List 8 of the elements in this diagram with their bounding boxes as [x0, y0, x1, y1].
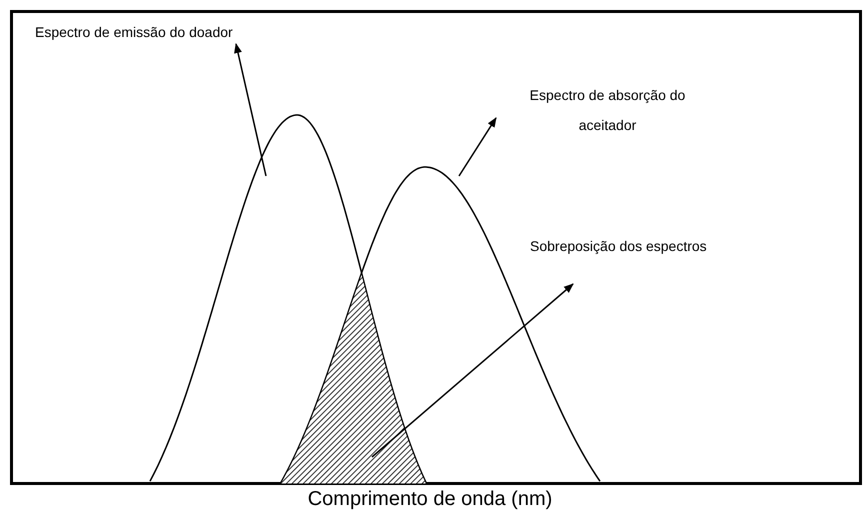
- hatched-overlap-area: [280, 274, 426, 484]
- annotation-text: Espectro de absorção do aceitador: [505, 80, 710, 140]
- annotation-text: Sobreposição dos espectros: [530, 236, 790, 257]
- annotation-text: Espectro de emissão do doador: [35, 22, 315, 43]
- arrow: [372, 283, 574, 458]
- arrow: [458, 117, 497, 176]
- axis-label: Comprimento de onda (nm): [306, 487, 554, 512]
- arrow: [234, 43, 267, 176]
